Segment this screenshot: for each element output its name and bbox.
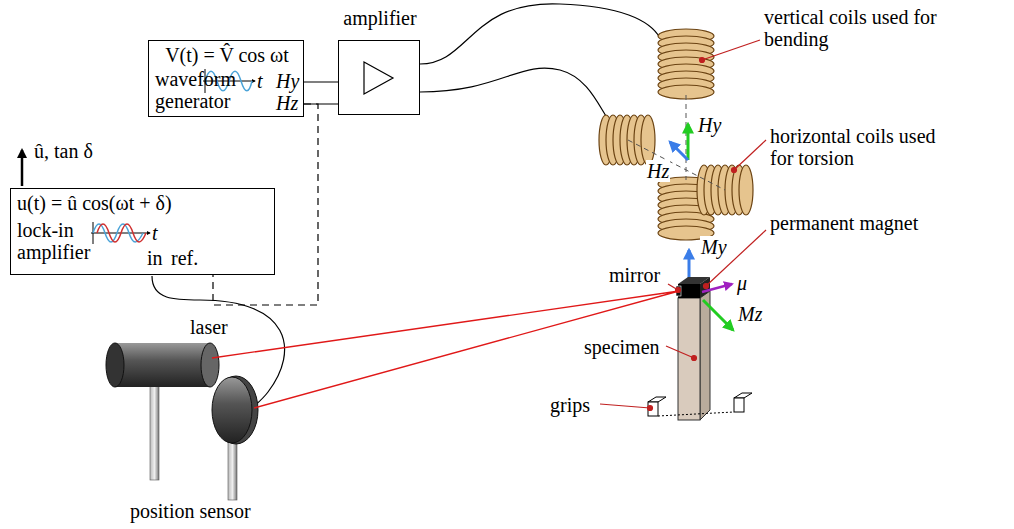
label: t [257, 70, 263, 92]
coil-cable [420, 4, 660, 64]
moment-arrow [702, 284, 732, 292]
node-text: ref. [171, 247, 198, 269]
output-arrow [21, 150, 24, 186]
label: position sensor [130, 500, 251, 522]
node-text: waveform generator [155, 68, 247, 112]
label: vertical coils used for bending [764, 6, 939, 50]
specimen [676, 277, 710, 420]
label: t [152, 222, 158, 244]
position-sensor [212, 376, 258, 500]
sine-icon [91, 222, 150, 244]
node-text: u(t) = û cos(ωt + δ) [17, 192, 172, 214]
axis-line [628, 140, 725, 190]
coils [599, 29, 753, 240]
coil-cable [420, 68, 612, 125]
label: Hy [276, 70, 299, 92]
field-arrow [670, 142, 688, 160]
node-text: in [147, 247, 163, 269]
lock-in-box: u(t) = û cos(ωt + δ) lock-in amplifier inr… [10, 188, 275, 275]
label: Hy [697, 114, 722, 136]
laser-beam [212, 291, 679, 408]
label: Hz [646, 160, 670, 182]
node-text: V(t) = V̂ cos ωt [155, 44, 299, 66]
label: specimen [584, 336, 660, 358]
label: Mz [738, 303, 762, 325]
coil-winding [641, 115, 655, 165]
label: μ [737, 272, 747, 294]
field-arrow [687, 124, 690, 160]
grips [648, 393, 752, 416]
label: grips [550, 394, 590, 416]
axis-line [686, 95, 687, 180]
amplifier-box: amplifier [338, 40, 420, 115]
node-text: lock-in amplifier [17, 219, 107, 263]
label: û, tan δ [34, 140, 93, 162]
label: laser [190, 316, 228, 338]
laser [106, 343, 219, 480]
label: mirror [608, 264, 661, 286]
node-text: amplifier [329, 7, 431, 29]
label: My [700, 236, 728, 258]
moment-arrow [703, 300, 733, 330]
wire [304, 81, 338, 82]
amplifier-symbol [364, 62, 393, 94]
label: horizontal coils used for torsion [770, 125, 945, 169]
coil-winding [739, 165, 753, 215]
label: permanent magnet [770, 212, 918, 234]
label: Hz [276, 92, 298, 114]
